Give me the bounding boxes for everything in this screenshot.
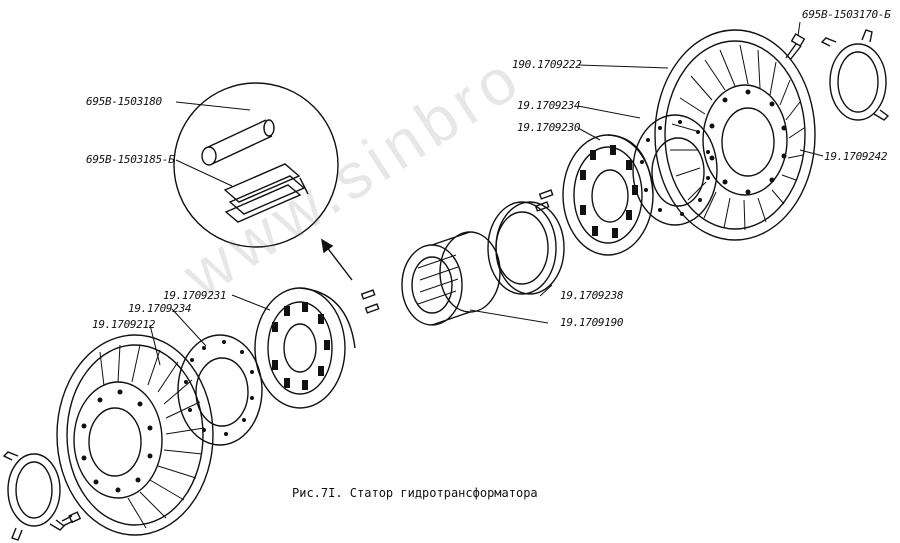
label-disc-right-b: 19.1709230 xyxy=(517,121,581,134)
label-stator-left: 19.1709231 xyxy=(163,289,227,302)
turbine-wheel-right xyxy=(654,29,816,241)
label-lockplate-right: 19.1709242 xyxy=(824,150,888,163)
label-bolt-top: 695В-1503170-Б xyxy=(802,8,891,21)
stator-right xyxy=(562,134,654,256)
label-roller-cage: 19.1709190 xyxy=(560,316,624,329)
label-pin: 695В-1503180 xyxy=(86,95,162,108)
leader-lines xyxy=(149,21,824,366)
stator-left xyxy=(254,287,356,409)
disc-right xyxy=(632,114,718,226)
label-disc-left: 19.1709234 xyxy=(128,302,192,315)
label-disc-right-a: 19.1709234 xyxy=(517,99,581,112)
figure-caption: Рис.7I. Статор гидротрансформатора xyxy=(292,486,538,500)
turbine-wheel-left xyxy=(56,334,214,536)
pin-icon xyxy=(201,119,275,166)
detail-arrow xyxy=(321,238,353,281)
roller-pair-left xyxy=(360,289,380,314)
lock-plate-left xyxy=(2,451,66,541)
lock-plate-right xyxy=(820,29,890,121)
bolt-icon xyxy=(61,511,82,527)
roller-pair-right xyxy=(534,189,554,212)
roller-cage xyxy=(401,231,501,326)
detail-circle xyxy=(173,82,339,248)
disc-left xyxy=(177,334,263,446)
label-race-ring: 19.1709238 xyxy=(560,289,624,302)
race-ring xyxy=(487,201,565,295)
label-turbine-left: 19.1709212 xyxy=(92,318,156,331)
bolt-icon xyxy=(785,33,806,61)
label-clip: 695В-1503185-Б xyxy=(86,153,175,166)
clip-icon xyxy=(223,163,309,223)
label-turbine-right: 190.1709222 xyxy=(512,58,582,71)
